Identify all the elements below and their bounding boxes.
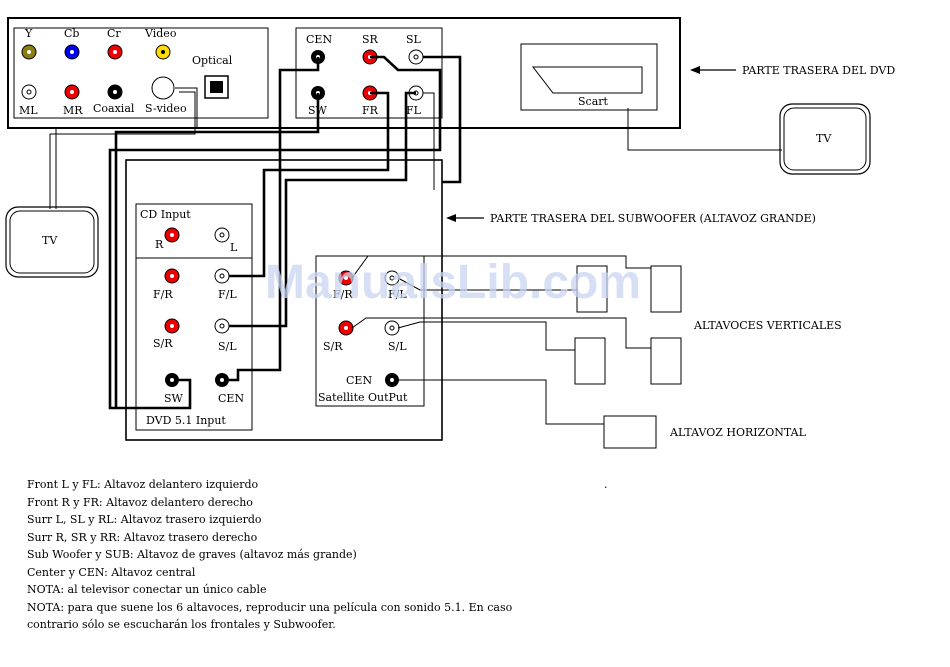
sub-cen-label: CEN xyxy=(218,392,244,405)
note-item: NOTA: para que suene los 6 altavoces, re… xyxy=(27,600,513,614)
sub-fr-label: F/R xyxy=(153,288,173,301)
note-item: Front L y FL: Altavoz delantero izquierd… xyxy=(27,478,259,491)
watermark: ManualsLib.com xyxy=(265,256,641,309)
notes-list: Front L y FL: Altavoz delantero izquierd… xyxy=(27,476,512,634)
coaxial-label: Coaxial xyxy=(93,102,135,115)
tv-left-label: TV xyxy=(42,234,58,247)
y-label: Y xyxy=(24,27,33,40)
horizontal-speaker-label: ALTAVOZ HORIZONTAL xyxy=(669,426,807,439)
scart-box xyxy=(520,43,658,111)
video-connector-group xyxy=(13,27,269,119)
dvd-sl-label: SL xyxy=(406,33,422,46)
dvd-panel-label: PARTE TRASERA DEL DVD xyxy=(742,64,895,77)
video-label: Video xyxy=(144,27,177,40)
speaker-vertical-2 xyxy=(650,265,682,313)
speaker-vertical-1 xyxy=(576,265,608,313)
stray-mark: . xyxy=(604,478,608,491)
dvd-fl-label: FL xyxy=(406,104,422,117)
ml-label: ML xyxy=(19,104,38,117)
note-item: Center y CEN: Altavoz central xyxy=(27,565,196,579)
svideo-jack xyxy=(151,76,175,100)
sub-fl-label: F/L xyxy=(218,288,237,301)
note-item: Surr L, SL y RL: Altavoz trasero izquier… xyxy=(27,513,262,526)
note-item: Sub Woofer y SUB: Altavoz de graves (alt… xyxy=(27,548,357,561)
sat-cen-label: CEN xyxy=(346,374,372,387)
speaker-vertical-4 xyxy=(650,337,682,385)
cd-r-label: R xyxy=(155,238,164,251)
dvd-cen-label: CEN xyxy=(306,33,332,46)
note-item: contrario sólo se escucharán los frontal… xyxy=(27,618,336,631)
cb-label: Cb xyxy=(64,27,79,40)
dvd-rear-panel xyxy=(7,17,681,129)
svideo-label: S-video xyxy=(145,102,187,115)
optical-label: Optical xyxy=(192,54,233,67)
sat-sl-label: S/L xyxy=(388,340,407,353)
satellite-output-label: Satellite OutPut xyxy=(318,391,408,404)
note-item: Front R y FR: Altavoz delantero derecho xyxy=(27,495,253,509)
vertical-speakers-label: ALTAVOCES VERTICALES xyxy=(693,319,842,332)
note-item: Surr R, SR y RR: Altavoz trasero derecho xyxy=(27,530,258,544)
sat-fl-label: F/L xyxy=(388,288,407,301)
dvd-input-box xyxy=(135,257,253,431)
cr-label: Cr xyxy=(107,27,121,40)
scart-connector xyxy=(531,66,643,94)
tv-right xyxy=(779,103,871,175)
sub-sl-label: S/L xyxy=(218,340,237,353)
cd-input-label: CD Input xyxy=(140,208,191,221)
audio-connector-group xyxy=(295,27,443,119)
subwoofer-rear-panel xyxy=(125,159,443,441)
sub-sw-label: SW xyxy=(164,392,184,405)
dvd-sr-label: SR xyxy=(362,33,379,46)
mr-label: MR xyxy=(63,104,83,117)
speaker-horizontal xyxy=(603,415,657,449)
tv-right-label: TV xyxy=(816,132,832,145)
note-item: NOTA: al televisor conectar un único cab… xyxy=(27,583,267,596)
sub-sr-label: S/R xyxy=(153,337,173,350)
tv-left xyxy=(5,206,99,278)
cd-l-label: L xyxy=(230,241,238,254)
dvd-fr-label: FR xyxy=(362,104,379,117)
sat-fr-label: F/R xyxy=(333,288,353,301)
scart-label: Scart xyxy=(578,95,609,108)
dvd-input-label: DVD 5.1 Input xyxy=(146,414,226,427)
speaker-vertical-3 xyxy=(574,337,606,385)
subwoofer-panel-label: PARTE TRASERA DEL SUBWOOFER (ALTAVOZ GRA… xyxy=(490,212,816,225)
sat-sr-label: S/R xyxy=(323,340,343,353)
